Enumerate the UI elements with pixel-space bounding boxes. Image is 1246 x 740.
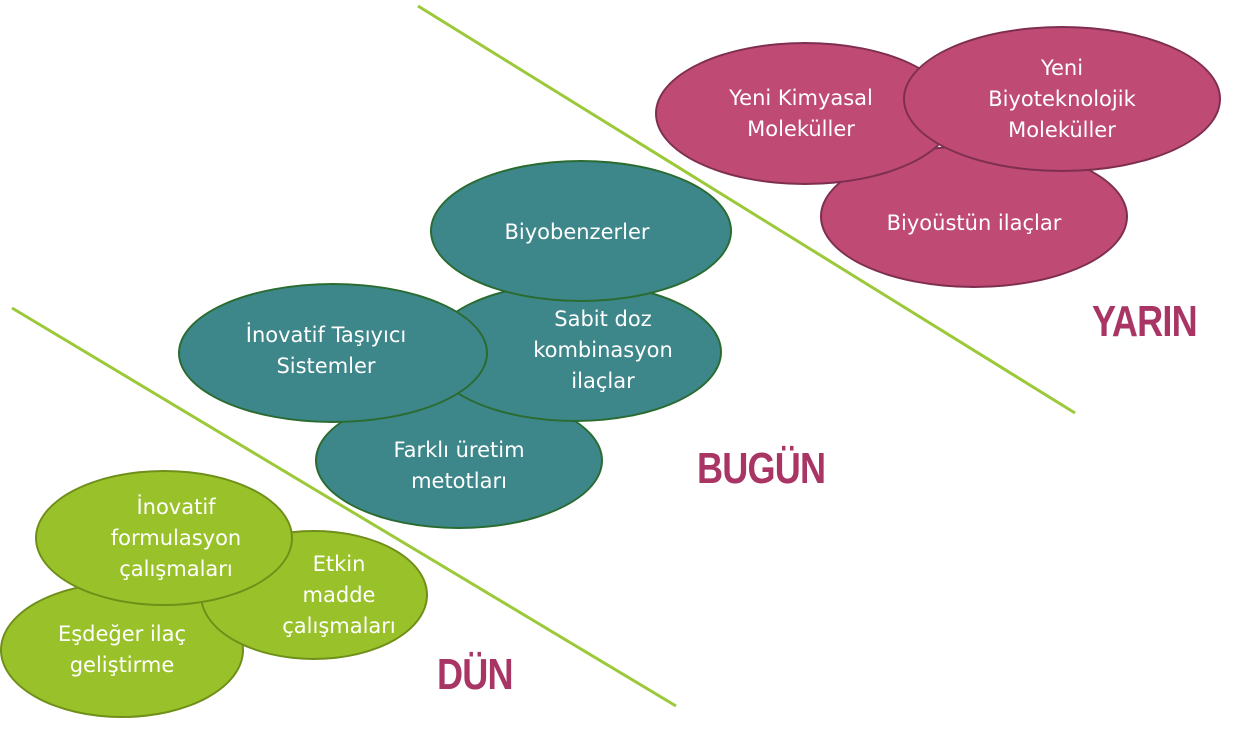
oval-inovatif-formulasyon-calismalari: İnovatif formulasyon çalışmaları — [35, 470, 293, 606]
label-yeni-biyoteknolojik-molekuller: Yeni Biyoteknolojik Moleküller — [988, 55, 1136, 142]
era-title-yarin: YARIN — [1092, 297, 1198, 346]
label-inovatif-tasiyici-sistemler: İnovatif Taşıyıcı Sistemler — [245, 323, 407, 378]
oval-inovatif-tasiyici-sistemler: İnovatif Taşıyıcı Sistemler — [178, 283, 488, 423]
era-title-bugun: BUGÜN — [697, 444, 826, 493]
label-farkli-uretim-metotlari: Farklı üretim metotları — [393, 437, 525, 493]
divider-line-top — [417, 4, 1076, 415]
oval-yeni-biyoteknolojik-molekuller: Yeni Biyoteknolojik Moleküller — [903, 26, 1221, 172]
divider-line-bottom — [11, 306, 677, 708]
label-esdeger-ilac-gelistirme: Eşdeğer ilaç geliştirme — [57, 622, 187, 677]
label-yeni-kimyasal-molekuller: Yeni Kimyasal Moleküller — [729, 85, 873, 141]
label-sabit-doz-kombinasyon: Sabit doz kombinasyon ilaçlar — [533, 306, 673, 393]
oval-yeni-kimyasal-molekuller: Yeni Kimyasal Moleküller — [655, 42, 955, 185]
era-title-dun: DÜN — [437, 650, 514, 699]
label-biyoustun-ilaclar: Biyoüstün ilaçlar — [886, 211, 1062, 235]
label-etkin-madde-calismalari: Etkin madde çalışmaları — [282, 551, 396, 638]
oval-biyobenzerler: Biyobenzerler — [430, 160, 732, 302]
label-biyobenzerler: Biyobenzerler — [504, 219, 650, 244]
label-inovatif-formulasyon-calismalari: İnovatif formulasyon çalışmaları — [110, 494, 242, 581]
